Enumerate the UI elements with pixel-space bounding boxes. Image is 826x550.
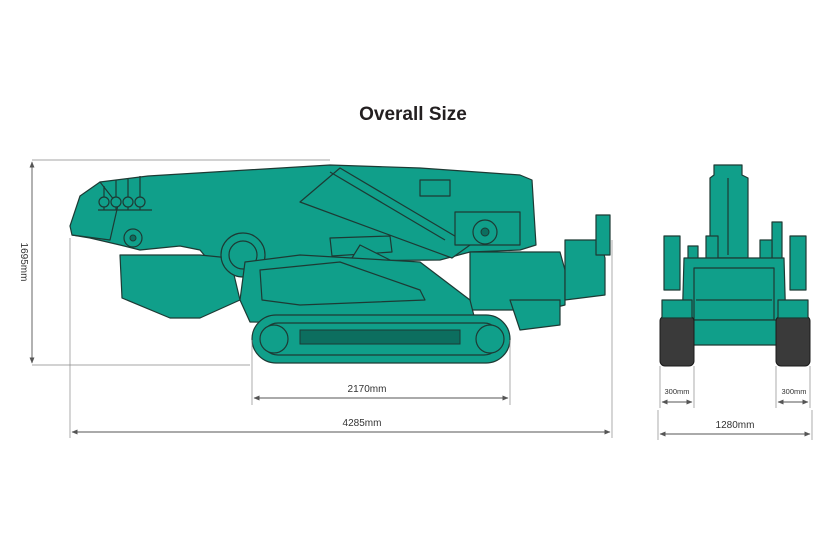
overall-width-dimension: 1280mm <box>657 410 813 440</box>
height-dimension: 1695mm <box>18 159 330 366</box>
page-title: Overall Size <box>359 104 467 125</box>
right-track <box>775 315 811 367</box>
left-track-width-label: 300mm <box>664 387 689 396</box>
overall-length-dimension: 4285mm <box>69 238 613 438</box>
right-track-width-dimension: 300mm <box>775 366 811 408</box>
side-view-machine <box>69 164 611 364</box>
track-length-dimension: 2170mm <box>251 340 511 405</box>
track-length-label: 2170mm <box>348 384 387 395</box>
right-track-width-label: 300mm <box>781 387 806 396</box>
left-track-width-dimension: 300mm <box>659 366 695 408</box>
left-track <box>659 315 695 367</box>
rear-view-machine <box>659 164 811 367</box>
overall-length-label: 4285mm <box>343 418 382 429</box>
height-label: 1695mm <box>18 243 29 282</box>
overall-width-label: 1280mm <box>716 420 755 431</box>
